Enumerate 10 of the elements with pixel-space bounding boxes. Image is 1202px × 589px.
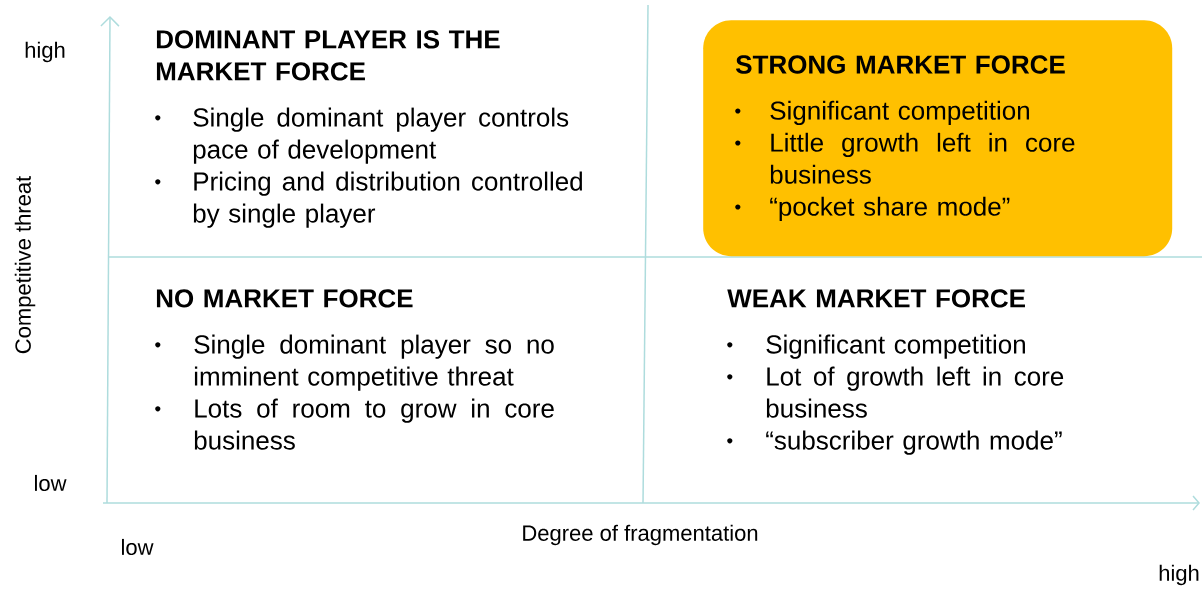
quadrant-text: WEAK MARKET FORCE Significant competition Lot of growth left in core business “subscriber growth mode” <box>727 289 1064 455</box>
axis-tick-label: high <box>1159 564 1199 586</box>
axis-title: Degree of fragmentation <box>523 524 758 546</box>
quadrant-box: STRONG MARKET FORCE Significant competition Little growth left in core business “pocket share mode” <box>703 20 1173 257</box>
quadrant-text: NO MARKET FORCE Single dominant player so no imminent competitive threat Lots of room to grow in core business <box>155 289 554 450</box>
axis-tick-label: high <box>25 41 65 63</box>
axis-tick-label: low <box>122 538 154 556</box>
quadrant-text: DOMINANT PLAYER IS THE MARKET FORCE Single dominant player controls pace of development Pricing and distribution controlled by single player <box>155 30 582 228</box>
axis-tick-label: low <box>35 474 67 492</box>
axis-title: Competitive threat <box>14 175 36 354</box>
